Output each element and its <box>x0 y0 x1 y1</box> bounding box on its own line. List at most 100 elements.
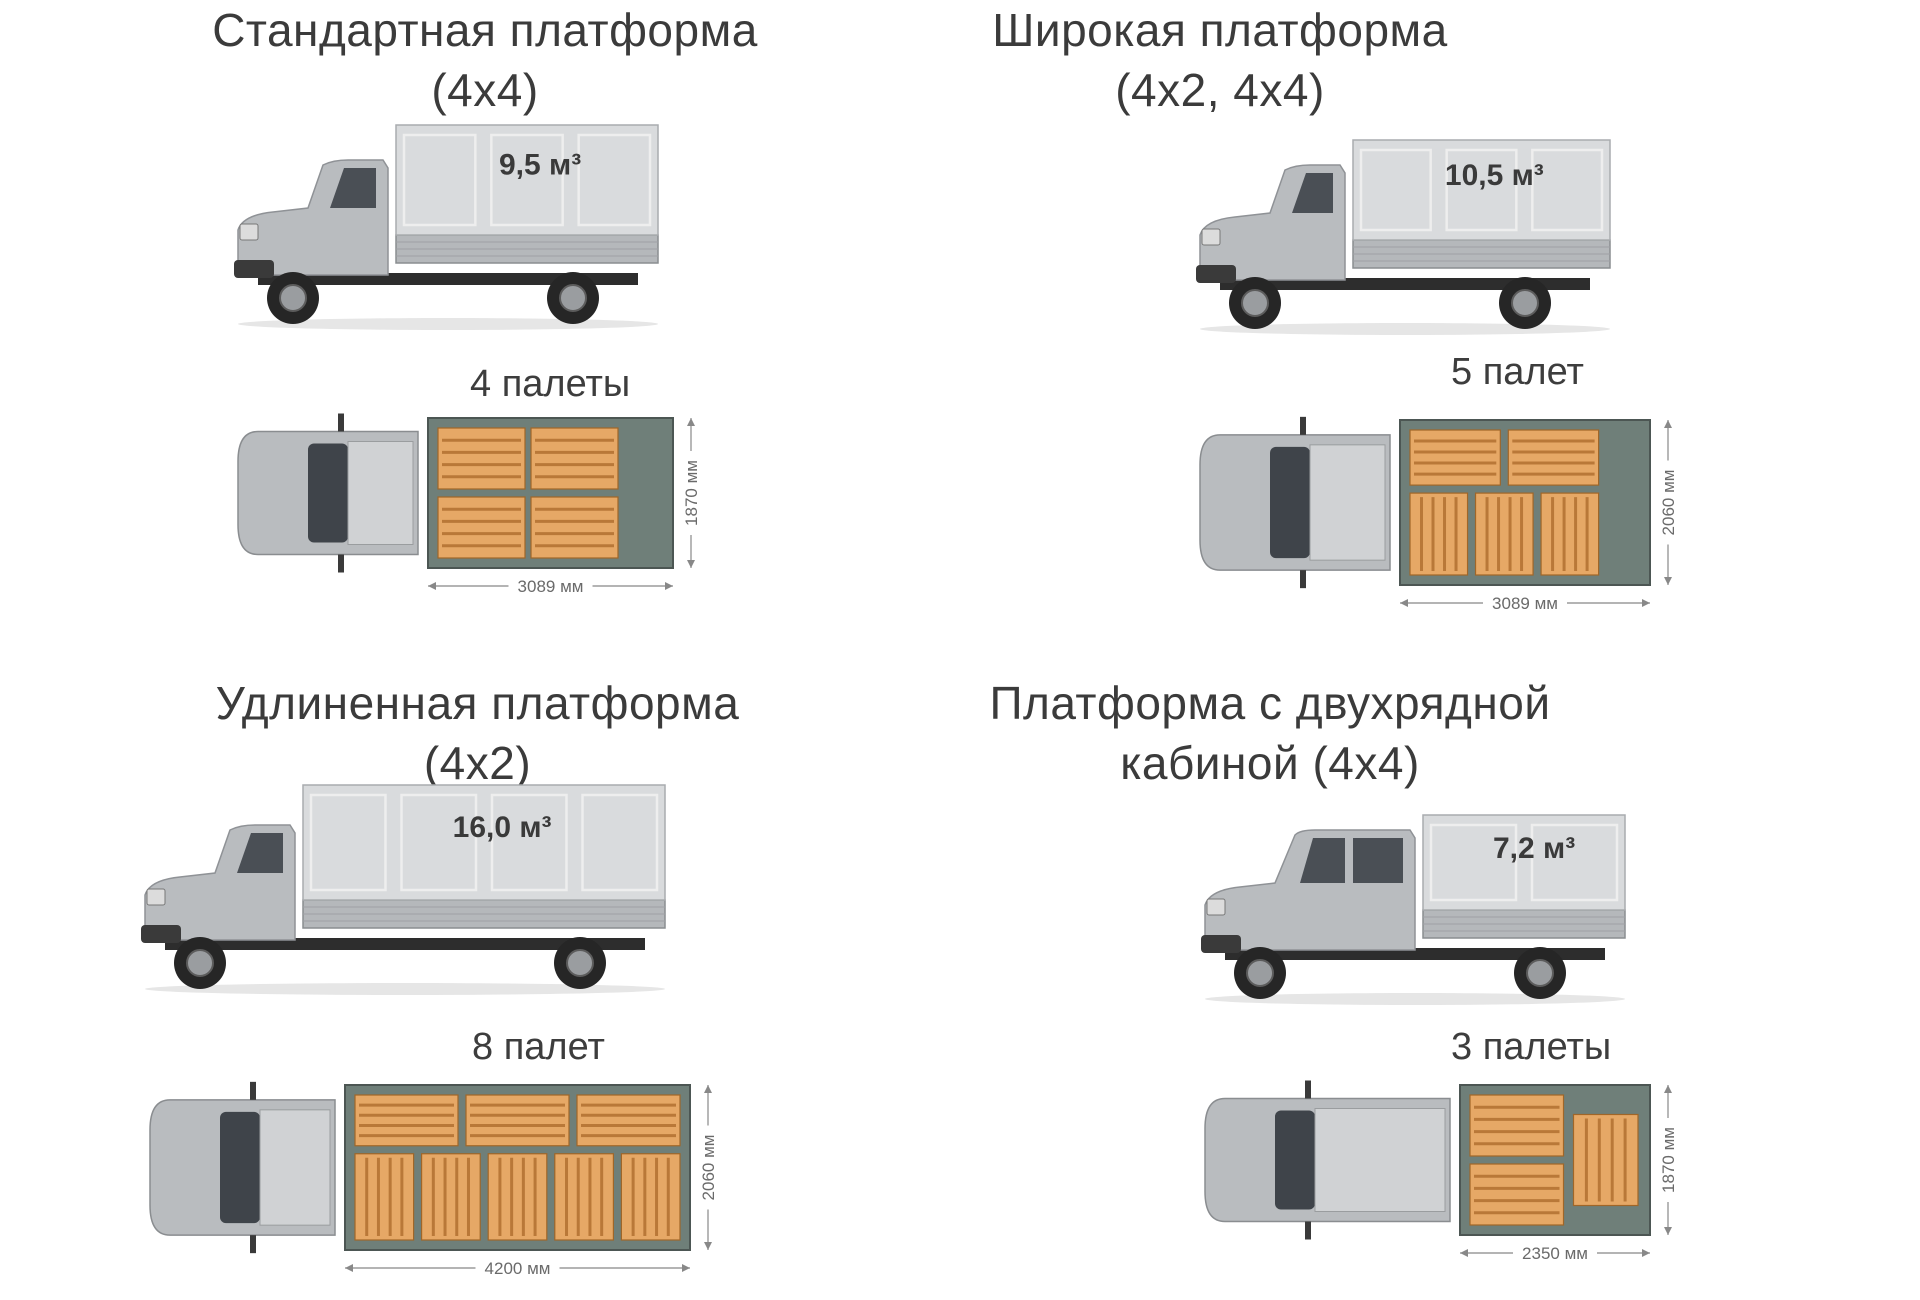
cab-roof <box>1314 1108 1446 1212</box>
ground-shadow <box>1205 993 1625 1005</box>
awning <box>302 784 666 901</box>
length-label-bg <box>1483 593 1567 613</box>
platform-title: Широкая платформа (4x2, 4x4) <box>960 0 1480 120</box>
headlight <box>1206 898 1226 916</box>
platform-title: Платформа с двухрядной кабиной (4x4) <box>970 673 1570 793</box>
pallet <box>1572 1113 1639 1207</box>
platform-title-line1: Широкая платформа <box>992 4 1448 56</box>
wheel-hub <box>279 284 307 312</box>
platform-title-line2: (4x2, 4x4) <box>1115 64 1325 116</box>
windshield <box>220 1111 260 1224</box>
front-bumper <box>234 260 274 278</box>
width-dimension-label: 2060 мм <box>1659 470 1678 536</box>
pallet <box>1507 429 1600 486</box>
awning-frame <box>490 793 568 892</box>
chassis-frame <box>258 273 638 285</box>
pallet <box>437 427 526 490</box>
chassis-frame <box>165 938 645 950</box>
cab-roof <box>347 441 414 545</box>
pallet <box>530 496 619 559</box>
side-window <box>330 168 376 208</box>
pallet <box>1409 492 1469 576</box>
truck-top-view: 3089 мм 2060 мм <box>1199 416 1678 613</box>
cargo-volume-label: 10,5 м³ <box>1445 159 1544 192</box>
mirror-left <box>1305 1080 1311 1099</box>
pallet <box>1474 492 1534 576</box>
awning-frame <box>400 793 478 892</box>
mirror-right <box>1305 1221 1311 1240</box>
mirror-left <box>250 1081 256 1100</box>
awning-frame <box>1429 823 1518 902</box>
awning-frame <box>581 793 659 892</box>
platform-title: Удлиненная платформа (4x2) <box>150 673 805 793</box>
front-window <box>1300 838 1345 883</box>
cab-roof <box>1309 444 1386 561</box>
pallet <box>576 1094 681 1147</box>
width-label-bg <box>681 451 701 535</box>
pallet <box>465 1094 570 1147</box>
platform-card-wide: Широкая платформа (4x2, 4x4) 10,5 м³ 5 п… <box>960 0 1920 640</box>
length-dimension-label: 4200 мм <box>485 1259 551 1278</box>
pallet-count-label: 8 палет <box>472 1026 605 1068</box>
length-dimension-label: 3089 мм <box>518 577 584 596</box>
pallet <box>1409 429 1501 486</box>
mirror-left <box>1300 416 1306 435</box>
awning-frame <box>1531 148 1604 232</box>
platform-card-standard: Стандартная платформа (4x4) 9,5 м³ 4 пал… <box>0 0 960 640</box>
headlight <box>1201 228 1221 246</box>
ground-shadow <box>238 318 658 330</box>
mirror-left <box>338 413 344 432</box>
length-dimension-label: 3089 мм <box>1492 594 1558 613</box>
front-bumper <box>1196 265 1236 283</box>
ground-shadow <box>1200 323 1610 335</box>
platform-title-line2: кабиной (4x4) <box>1120 737 1420 789</box>
pallet-count-label: 3 палеты <box>1451 1026 1612 1068</box>
cargo-volume-label: 7,2 м³ <box>1493 832 1575 865</box>
pallet <box>1540 492 1600 576</box>
windshield <box>1270 446 1310 559</box>
platform-title-line2: (4x2) <box>423 737 532 789</box>
headlight <box>146 888 166 906</box>
platform-title-line2: (4x4) <box>431 64 539 116</box>
truck-top-view: 2350 мм 1870 мм <box>1204 1080 1678 1263</box>
width-dimension-label: 1870 мм <box>1659 1127 1678 1193</box>
awning-frame <box>402 133 477 227</box>
pallet <box>1469 1094 1565 1157</box>
side-window <box>237 833 283 873</box>
windshield <box>1275 1110 1315 1210</box>
wheel-hub <box>186 949 214 977</box>
truck-side-view: 10,5 м³ <box>1196 139 1611 335</box>
windshield <box>308 443 348 543</box>
width-dimension-label: 1870 мм <box>682 460 701 526</box>
pallet <box>437 496 526 559</box>
awning <box>1422 814 1626 911</box>
truck-side-view: 9,5 м³ <box>234 124 659 330</box>
pallet <box>354 1094 459 1147</box>
awning <box>1352 139 1611 241</box>
platform-title-line1: Удлиненная платформа <box>215 677 740 729</box>
ground-shadow <box>145 983 665 995</box>
pallet-count-label: 5 палет <box>1451 351 1584 393</box>
pallet <box>487 1153 548 1241</box>
side-window <box>1292 173 1333 213</box>
mirror-right <box>1300 570 1306 589</box>
rear-window <box>1353 838 1403 883</box>
length-label-bg <box>1513 1243 1597 1263</box>
wheel-hub <box>1246 959 1274 987</box>
cargo-volume-label: 9,5 м³ <box>499 149 581 182</box>
width-label-bg <box>1658 460 1678 545</box>
cargo-volume-label: 16,0 м³ <box>453 811 552 844</box>
pallet <box>554 1153 614 1241</box>
wheel-hub <box>1511 289 1539 317</box>
mirror-right <box>250 1235 256 1254</box>
awning-frame <box>1445 148 1518 232</box>
platform-card-extended: Удлиненная платформа (4x2) 16,0 м³ 8 пал… <box>0 660 960 1300</box>
length-dimension-label: 2350 мм <box>1522 1244 1588 1263</box>
headlight <box>239 223 259 241</box>
front-bumper <box>1201 935 1241 953</box>
wheel-hub <box>559 284 587 312</box>
platform-title-line1: Стандартная платформа <box>212 4 758 56</box>
awning-frame <box>1359 148 1432 232</box>
pallet-count-label: 4 палеты <box>470 363 631 405</box>
